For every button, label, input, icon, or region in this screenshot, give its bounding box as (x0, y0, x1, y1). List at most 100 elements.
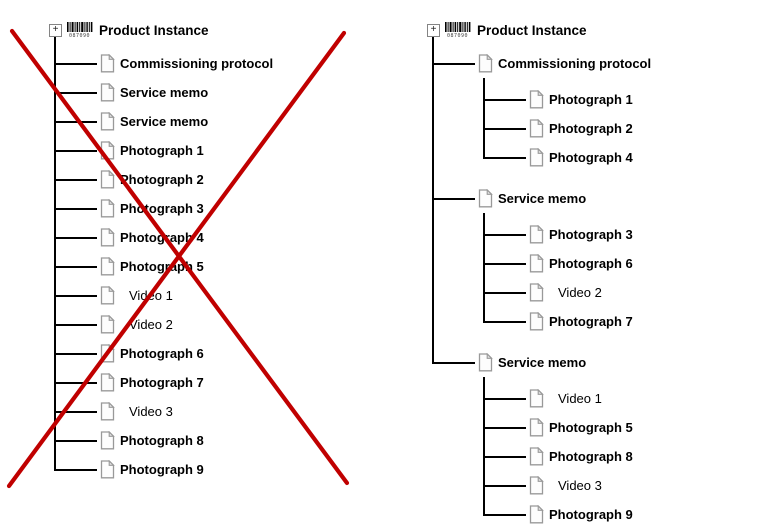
tree-node-label: Commissioning protocol (120, 56, 274, 71)
tree-node-row: Photograph 1 (100, 136, 273, 165)
document-icon (100, 431, 115, 450)
tree-node-label: Photograph 7 (549, 314, 633, 329)
tree-node-label: Service memo (120, 114, 209, 129)
tree-node-label: Video 2 (129, 317, 173, 332)
tree-node-row: Video 3 (100, 397, 273, 426)
tree-node-label: Photograph 8 (549, 449, 633, 464)
tree-node-label: Photograph 8 (120, 433, 204, 448)
document-icon (100, 112, 115, 131)
tree-node-label: Service memo (498, 191, 587, 206)
document-icon (529, 90, 544, 109)
tree-node-label: Photograph 4 (549, 150, 633, 165)
tree-node-label: Photograph 6 (120, 346, 204, 361)
tree-item: Photograph 7 (483, 307, 651, 336)
tree-node-row: Photograph 9 (100, 455, 273, 484)
tree-node-row: Photograph 9 (529, 500, 651, 529)
tree-node-row: Photograph 6 (529, 249, 651, 278)
tree-node-label: Photograph 2 (120, 172, 204, 187)
tree-item: Photograph 2 (483, 114, 651, 143)
document-icon (100, 257, 115, 276)
tree-node-label: Video 3 (129, 404, 173, 419)
tree-item: Photograph 2 (54, 165, 273, 194)
tree-item: Photograph 9 (483, 500, 651, 529)
tree-node-label: Video 3 (558, 478, 602, 493)
tree-node-row: Video 1 (529, 384, 651, 413)
tree-node-label: Photograph 6 (549, 256, 633, 271)
tree-item: Video 2 (483, 278, 651, 307)
tree-node-label: Photograph 5 (120, 259, 204, 274)
tree-node-label: Commissioning protocol (498, 56, 652, 71)
document-icon (529, 447, 544, 466)
document-icon (100, 170, 115, 189)
tree-item: Photograph 8 (483, 442, 651, 471)
flat-tree-wrong: + 087090 Product Instance Commissioning … (49, 18, 273, 484)
tree-item: Photograph 4 (54, 223, 273, 252)
tree-root-label: Product Instance (99, 22, 209, 38)
tree-item: Photograph 6 (54, 339, 273, 368)
document-icon (100, 228, 115, 247)
tree-item: Photograph 6 (483, 249, 651, 278)
tree-node-row: Commissioning protocol (100, 49, 273, 78)
tree-node-row: Video 1 (100, 281, 273, 310)
tree-item: Photograph 3 (54, 194, 273, 223)
tree-node-row: Photograph 2 (100, 165, 273, 194)
document-icon (100, 286, 115, 305)
document-icon (100, 141, 115, 160)
tree-node-label: Photograph 9 (549, 507, 633, 522)
tree-root: + 087090 Product Instance (49, 18, 273, 42)
tree-node-row: Commissioning protocol (478, 49, 651, 78)
tree-node-label: Service memo (120, 85, 209, 100)
tree-node-label: Video 1 (558, 391, 602, 406)
document-icon (100, 83, 115, 102)
document-icon (529, 312, 544, 331)
tree-node-label: Video 2 (558, 285, 602, 300)
document-icon (100, 344, 115, 363)
tree-item: Commissioning protocol (54, 49, 273, 78)
tree-node-label: Photograph 5 (549, 420, 633, 435)
barcode-digits: 087090 (69, 33, 90, 38)
document-icon (529, 119, 544, 138)
document-icon (529, 418, 544, 437)
expand-plus-icon: + (427, 23, 440, 37)
document-icon (529, 505, 544, 524)
expand-plus-icon: + (49, 23, 62, 37)
tree-node-label: Photograph 3 (549, 227, 633, 242)
tree-node-label: Photograph 1 (120, 143, 204, 158)
tree-node-row: Service memo (478, 348, 651, 377)
barcode-icon: 087090 (445, 22, 471, 38)
tree-root-label: Product Instance (477, 22, 587, 38)
tree-node-label: Photograph 9 (120, 462, 204, 477)
tree-node-row: Video 2 (100, 310, 273, 339)
document-icon (529, 148, 544, 167)
tree-node-row: Service memo (100, 78, 273, 107)
tree-item: Video 3 (54, 397, 273, 426)
tree-item: Video 3 (483, 471, 651, 500)
tree-node-row: Photograph 7 (100, 368, 273, 397)
tree-item: Photograph 1 (54, 136, 273, 165)
barcode-icon: 087090 (67, 22, 93, 38)
tree-node-label: Photograph 7 (120, 375, 204, 390)
tree-item: Photograph 4 (483, 143, 651, 172)
document-icon (478, 54, 493, 73)
document-icon (100, 460, 115, 479)
document-icon (100, 373, 115, 392)
tree-node-row: Photograph 5 (529, 413, 651, 442)
tree-item: Photograph 5 (54, 252, 273, 281)
tree-node-row: Photograph 3 (529, 220, 651, 249)
tree-node-label: Photograph 2 (549, 121, 633, 136)
tree-node-row: Service memo (100, 107, 273, 136)
tree-node-row: Service memo (478, 184, 651, 213)
tree-node-row: Photograph 5 (100, 252, 273, 281)
tree-children-list: Photograph 1 Photograph 2 Photograph 4 (483, 78, 651, 172)
tree-item: Photograph 3 (483, 220, 651, 249)
tree-node-row: Photograph 6 (100, 339, 273, 368)
tree-node-label: Video 1 (129, 288, 173, 303)
document-icon (529, 254, 544, 273)
tree-item: Service memo (54, 107, 273, 136)
tree-item: Photograph 1 (483, 85, 651, 114)
tree-node-row: Video 3 (529, 471, 651, 500)
document-icon (100, 315, 115, 334)
